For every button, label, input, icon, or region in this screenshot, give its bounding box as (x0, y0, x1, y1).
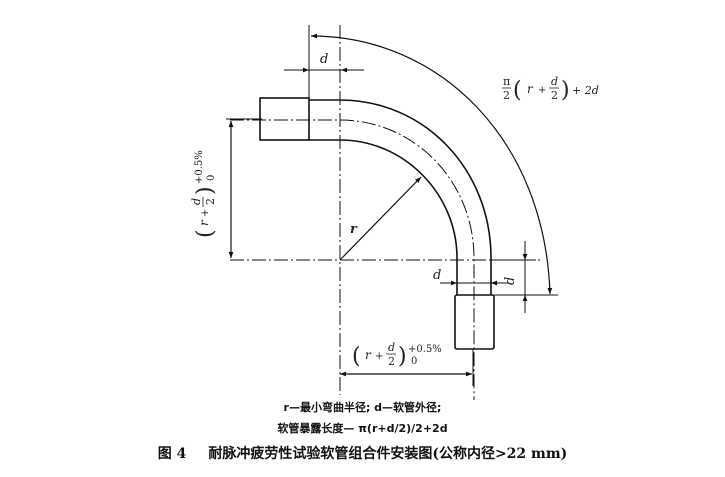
plus-2d: + 2d (572, 84, 599, 97)
r-var: r (527, 82, 534, 96)
left-tol-upper: +0.5% (194, 150, 205, 184)
d-numerator: d (551, 75, 558, 88)
svg-text:+: + (200, 209, 211, 217)
arc-length-dimension (310, 33, 553, 295)
legend-line-2: 软管暴露长度— π(r+d/2)/2+2d (277, 422, 448, 435)
legend-line-1: r—最小弯曲半径; d—软管外径; (283, 401, 442, 414)
figure-title: 耐脉冲疲劳性试验软管组合件安装图(公称内径>22 mm) (208, 446, 568, 462)
bottom-tol-lower: 0 (411, 356, 417, 367)
svg-text:r: r (197, 219, 211, 226)
figure-caption: 图 4 耐脉冲疲劳性试验软管组合件安装图(公称内径>22 mm) (0, 443, 725, 463)
radius-line (339, 176, 422, 261)
svg-text:): ) (193, 186, 218, 195)
svg-text:): ) (398, 344, 407, 369)
left-tol-lower: 0 (206, 175, 217, 181)
arc-length-label: π 2 ( r + d 2 ) + 2d (502, 75, 599, 103)
bottom-horizontal-label: ( r + d 2 ) +0.5% 0 (352, 341, 442, 369)
left-fitting (259, 97, 310, 141)
bottom-two-denominator: 2 (388, 355, 395, 368)
pi-symbol: π (503, 75, 510, 88)
plus-sign: + (538, 85, 546, 96)
two-denominator: 2 (551, 89, 558, 102)
bottom-d-numerator: d (388, 341, 395, 354)
radius-label: r (350, 222, 358, 237)
hose-outer-wall (309, 99, 492, 295)
bottom-plus: + (375, 351, 383, 362)
svg-text:(: ( (352, 344, 361, 369)
pi-denominator: 2 (503, 89, 510, 102)
svg-text:d: d (190, 198, 203, 205)
figure-number: 图 4 (157, 446, 187, 462)
svg-text:(: ( (193, 229, 218, 238)
paren-close: ) (561, 78, 570, 103)
right-d-horizontal-label: d (433, 268, 441, 283)
top-d-label: d (320, 52, 328, 67)
right-d-vertical-label: d (503, 277, 518, 285)
svg-text:2: 2 (204, 198, 217, 205)
left-vertical-label: ( r + d 2 ) +0.5% 0 (190, 150, 218, 238)
paren-open: ( (513, 78, 522, 103)
bottom-tol-upper: +0.5% (408, 344, 442, 355)
bottom-r-var: r (365, 348, 372, 362)
